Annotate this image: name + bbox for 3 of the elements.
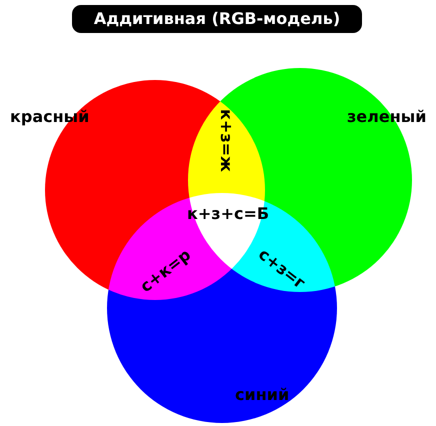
region-label: к+з=ж: [216, 108, 236, 172]
title: Аддитивная (RGB-модель): [72, 5, 362, 33]
circle-label: синий: [235, 385, 290, 404]
